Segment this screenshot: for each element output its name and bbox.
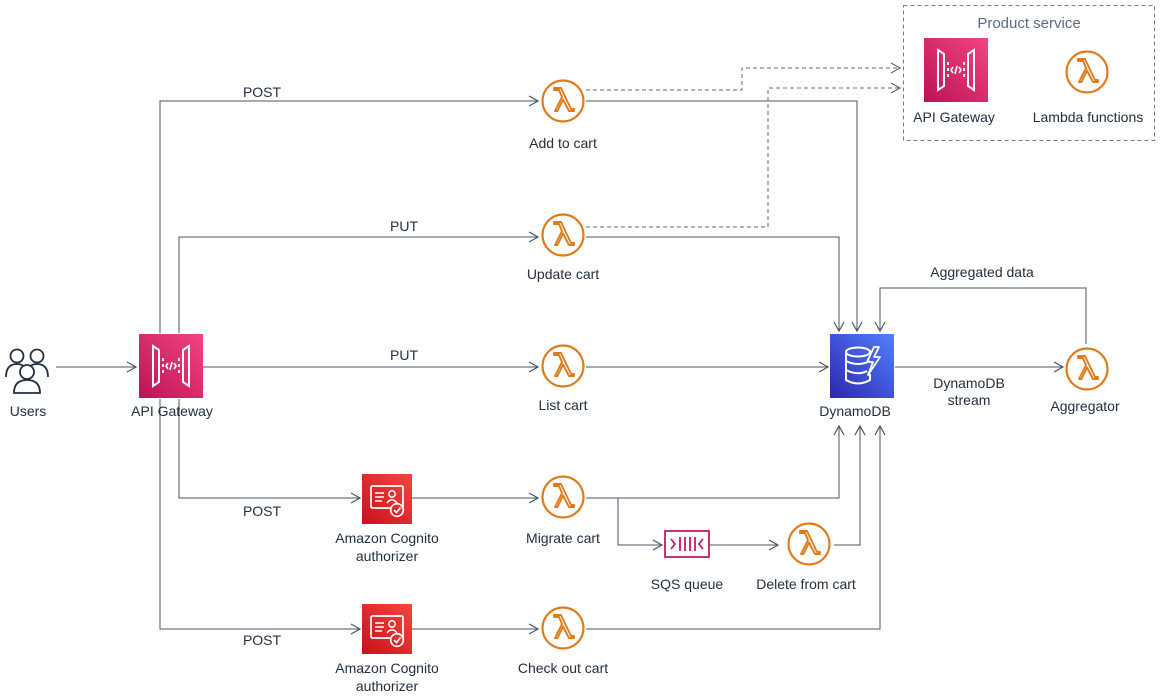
edge-label-aggregated-data: Aggregated data [930, 264, 1034, 280]
edge-checkout-to-dynamodb [586, 424, 886, 630]
product-service-title: Product service [977, 15, 1081, 32]
edge-update-to-product-service [586, 82, 902, 228]
edge-migrate-to-dynamodb [586, 424, 845, 499]
sqs-queue-label: SQS queue [650, 576, 724, 592]
edge-label-post-migrate: POST [242, 503, 282, 519]
edge-delete-to-dynamodb [834, 424, 866, 546]
users-icon [5, 348, 49, 394]
add-to-cart-label: Add to cart [529, 135, 597, 151]
cognito-1-label-line2: authorizer [355, 548, 419, 564]
api-gateway-icon[interactable] [139, 334, 203, 398]
sqs-icon[interactable] [664, 530, 710, 558]
edge-label-stream-line1: DynamoDB [933, 375, 1005, 391]
aggregator-label: Aggregator [1050, 398, 1120, 414]
edge-add-to-dynamodb [586, 100, 863, 333]
users-label: Users [9, 403, 47, 419]
lambda-icon-list-cart[interactable] [541, 344, 585, 388]
edge-post-cognito-1 [178, 399, 362, 504]
edge-post-add-to-cart [159, 95, 540, 333]
edge-add-to-product-service [586, 62, 902, 91]
delete-from-cart-label: Delete from cart [756, 576, 856, 592]
lambda-icon-delete-from-cart[interactable] [787, 522, 831, 566]
cognito-2-label-line1: Amazon Cognito [335, 660, 439, 676]
cognito-1-label-line1: Amazon Cognito [335, 530, 439, 546]
edge-label-post-checkout: POST [242, 632, 282, 648]
edges [56, 95, 1087, 635]
migrate-cart-label: Migrate cart [526, 530, 600, 546]
cognito-2-label-line2: authorizer [355, 678, 419, 694]
product-service-box [903, 5, 1155, 141]
edge-label-stream-line2: stream [947, 392, 991, 408]
edge-post-cognito-2 [159, 399, 362, 635]
dynamodb-label: DynamoDB [819, 403, 891, 419]
edge-migrate-to-sqs [586, 497, 664, 551]
product-lambda-label: Lambda functions [1032, 109, 1144, 125]
lambda-icon-aggregator[interactable] [1065, 347, 1109, 391]
lambda-icon-product-service[interactable] [1065, 50, 1109, 94]
edge-aggregated-data [874, 287, 1087, 344]
cognito-icon-1[interactable] [362, 474, 412, 524]
list-cart-label: List cart [538, 397, 588, 413]
dynamodb-icon[interactable] [830, 334, 894, 398]
api-gateway-label: API Gateway [131, 403, 213, 419]
cognito-icon-2[interactable] [362, 604, 412, 654]
lambda-icon-check-out-cart[interactable] [541, 606, 585, 650]
dashed-edges [586, 62, 902, 228]
update-cart-label: Update cart [526, 266, 600, 282]
lambda-icon-update-cart[interactable] [541, 213, 585, 257]
edge-label-post-add: POST [242, 84, 282, 100]
lambda-icon-migrate-cart[interactable] [541, 475, 585, 519]
edge-put-update-cart [178, 231, 540, 333]
api-gateway-icon-product-service[interactable] [924, 38, 988, 102]
product-api-gateway-label: API Gateway [913, 109, 995, 125]
edge-label-put-list: PUT [390, 347, 418, 363]
lambda-icon-add-to-cart[interactable] [541, 79, 585, 123]
check-out-cart-label: Check out cart [517, 660, 609, 676]
edge-update-to-dynamodb [586, 236, 845, 333]
edge-label-put-update: PUT [390, 218, 418, 234]
